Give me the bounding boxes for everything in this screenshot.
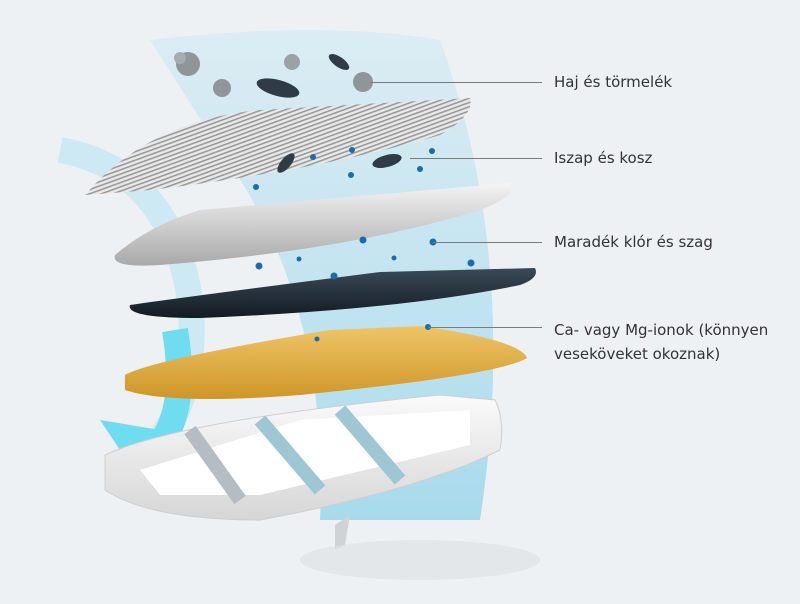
resin-filter-layer: [125, 326, 527, 399]
label-debris: Haj és törmelék: [554, 73, 673, 91]
leader-line-ions: [428, 327, 542, 328]
label-ions-line1: Ca- vagy Mg-ionok (könnyen: [554, 321, 769, 339]
label-silt: Iszap és kosz: [554, 149, 653, 167]
leader-line-chlorine: [433, 242, 542, 243]
mesh-filter-layer: [85, 98, 471, 195]
label-chlorine: Maradék klór és szag: [554, 233, 713, 251]
label-ions-line2: veseköveket okoznak): [554, 345, 721, 363]
debris-particles: [174, 52, 373, 98]
ion-dots: [253, 147, 475, 342]
filter-tray: [104, 394, 540, 580]
cotton-filter-layer: [114, 183, 512, 266]
leader-line-debris: [370, 82, 542, 83]
leader-line-silt: [410, 158, 542, 159]
carbon-filter-layer: [129, 268, 536, 318]
